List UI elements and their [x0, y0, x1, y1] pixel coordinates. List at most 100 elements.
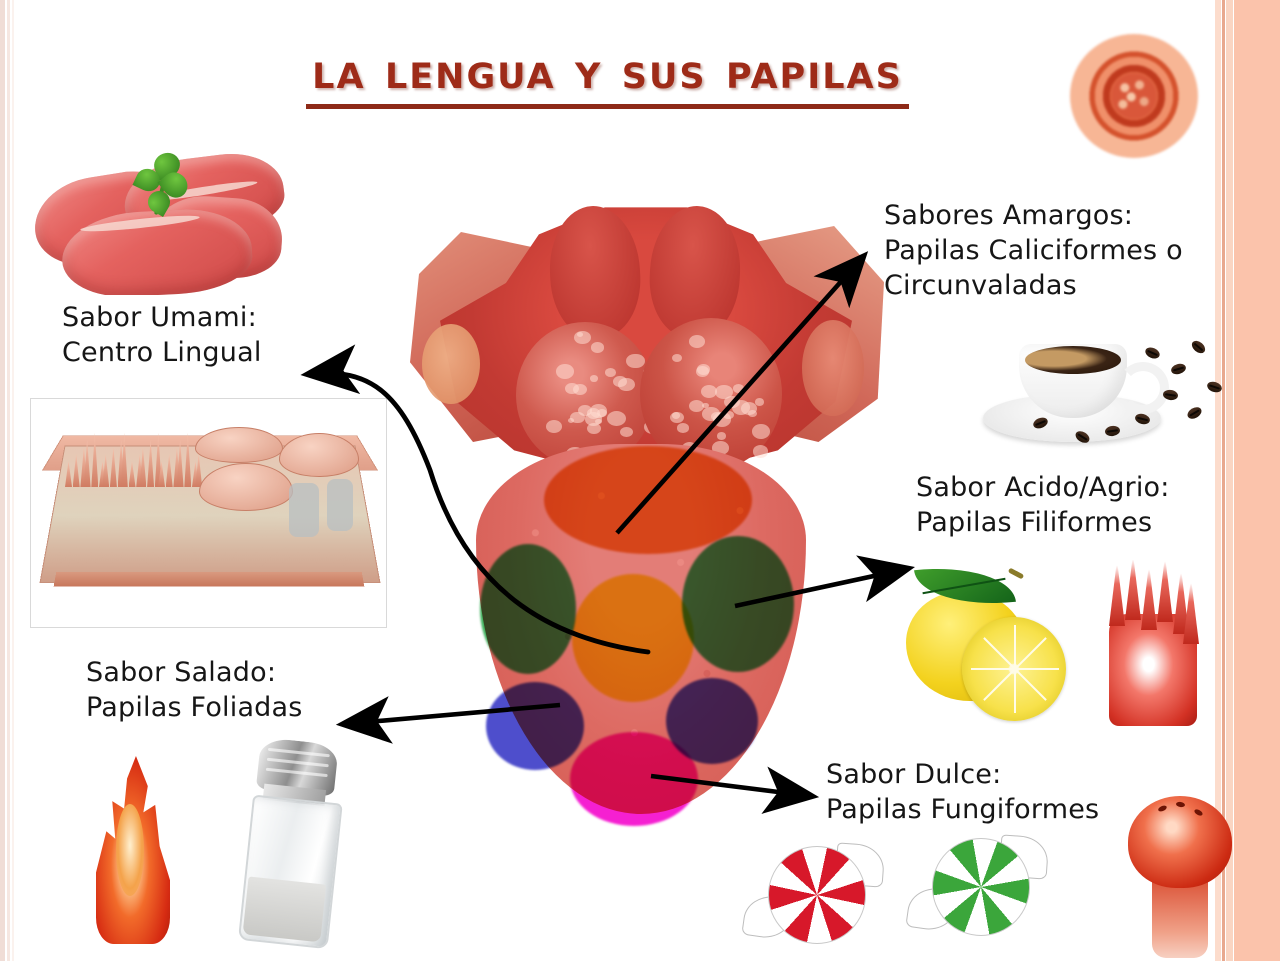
lemon-segment-divider	[1014, 625, 1016, 669]
red-candy-image	[752, 838, 870, 956]
taste-zone-sweet	[570, 732, 698, 826]
fungiform-papilla-image	[1122, 790, 1242, 960]
tonsil-follicle	[755, 398, 764, 406]
papilla-highlight	[116, 804, 144, 896]
salt-shaker-image	[217, 735, 388, 960]
tonsil-follicle	[597, 409, 607, 417]
tonsil-follicle	[620, 427, 632, 437]
coffee-bean	[1186, 405, 1204, 421]
label-salty: Sabor Salado: Papilas Foliadas	[86, 655, 386, 725]
green-candy-image	[916, 830, 1034, 948]
lemon-segment-divider	[1015, 668, 1059, 670]
filiform-spike	[147, 440, 154, 487]
filiform-spike	[129, 461, 136, 487]
circumvallate-papilla-section	[195, 427, 283, 463]
tonsil-follicle	[607, 411, 626, 426]
left-border-stripe-3	[12, 0, 14, 961]
taste-zone-umami	[572, 574, 694, 702]
tonsil-follicle	[724, 396, 740, 409]
tonsil-left	[422, 324, 480, 404]
tonsil-follicle	[717, 432, 726, 439]
filiform-spike	[65, 461, 72, 487]
tonsil-follicle	[573, 384, 587, 395]
tonsil-follicle	[723, 411, 734, 420]
gland-tissue	[289, 483, 319, 537]
cap-ridge	[268, 748, 330, 757]
tonsil-follicle	[626, 354, 644, 368]
filiform-papillae-field	[65, 429, 205, 487]
salt-grains	[243, 876, 327, 942]
lemon-stem	[1008, 568, 1024, 580]
taste-zone-salty-left	[486, 682, 584, 770]
filiform-spike	[166, 454, 173, 487]
tonsil-follicle	[689, 335, 705, 348]
filiform-papilla-image	[1093, 560, 1213, 730]
lemon-image	[900, 555, 1080, 730]
tonsil-right	[802, 320, 864, 416]
tonsil-follicle	[587, 423, 601, 434]
tonsil-follicle	[672, 354, 683, 362]
tonsil-follicle	[605, 368, 616, 377]
papilla-spine	[1125, 560, 1141, 620]
lemon-half-slice	[962, 617, 1066, 721]
lemon-segment-divider	[983, 668, 1016, 701]
tongue-histology-image	[30, 398, 387, 628]
tonsil-follicle	[546, 420, 562, 433]
muscle-base-layer	[54, 572, 365, 586]
tonsil-follicle	[595, 419, 602, 424]
gland-tissue	[327, 479, 353, 531]
tonsil-follicle	[711, 412, 723, 421]
cap-ridge	[266, 768, 328, 777]
taste-zone-sour-right	[682, 536, 794, 672]
lemon-segment-divider	[971, 668, 1015, 670]
taste-zone-sour-left	[480, 544, 576, 674]
filiform-spike	[110, 447, 117, 487]
lemon-segment-divider	[1014, 668, 1047, 701]
tonsil-follicle	[577, 332, 583, 337]
tonsil-follicle	[733, 384, 744, 393]
coffee-bean	[1144, 345, 1162, 360]
page-title: La Lengua y sus Papilas	[306, 42, 909, 109]
tonsil-follicle	[748, 410, 757, 417]
parsley-garnish	[136, 153, 198, 219]
tonsil-follicle	[752, 424, 771, 439]
tonsil-follicle	[613, 376, 627, 387]
label-umami: Sabor Umami: Centro Lingual	[62, 300, 362, 370]
foliate-papilla-image	[78, 752, 188, 947]
candy-disc	[932, 838, 1030, 936]
coffee-bean	[1190, 338, 1208, 355]
tonsil-follicle	[753, 445, 768, 457]
title-container: La Lengua y sus Papilas	[0, 42, 1215, 109]
cup-handle	[1117, 362, 1169, 414]
label-bitter: Sabores Amargos: Papilas Caliciformes o …	[884, 198, 1224, 303]
raw-meat-image	[28, 145, 286, 295]
papilla-seeds-detail	[1111, 73, 1157, 119]
label-sour: Sabor Acido/Agrio: Papilas Filiformes	[916, 470, 1236, 540]
lemon-segment-divider	[1014, 637, 1047, 670]
coffee-bean	[1206, 380, 1223, 394]
papilla-spine	[1157, 560, 1173, 622]
filiform-spike	[184, 433, 191, 487]
circumvallate-papilla-closeup-image	[1070, 34, 1198, 158]
papilla-spine	[1141, 564, 1157, 630]
candy-disc	[768, 846, 866, 944]
lemon-segment-divider	[1014, 669, 1016, 713]
tonsil-follicle	[556, 364, 574, 378]
left-border-stripe-2	[7, 0, 10, 961]
filiform-spike	[73, 454, 80, 487]
coffee-liquid	[1025, 346, 1121, 374]
left-border-stripe-1	[0, 0, 5, 961]
papilla-spine	[1109, 560, 1125, 626]
coffee-cup-image	[975, 330, 1230, 460]
tonsil-follicle	[677, 423, 689, 432]
cap-ridge	[267, 758, 329, 767]
tonsil-follicle	[568, 418, 574, 423]
lemon-segment-divider	[983, 637, 1016, 670]
tonsil-follicle	[696, 366, 710, 377]
taste-zone-bitter	[544, 446, 752, 554]
papilla-head	[1128, 796, 1232, 888]
filiform-spike	[91, 433, 98, 487]
tonsil-follicle	[590, 375, 599, 382]
fungiform-papilla-section	[279, 433, 359, 477]
